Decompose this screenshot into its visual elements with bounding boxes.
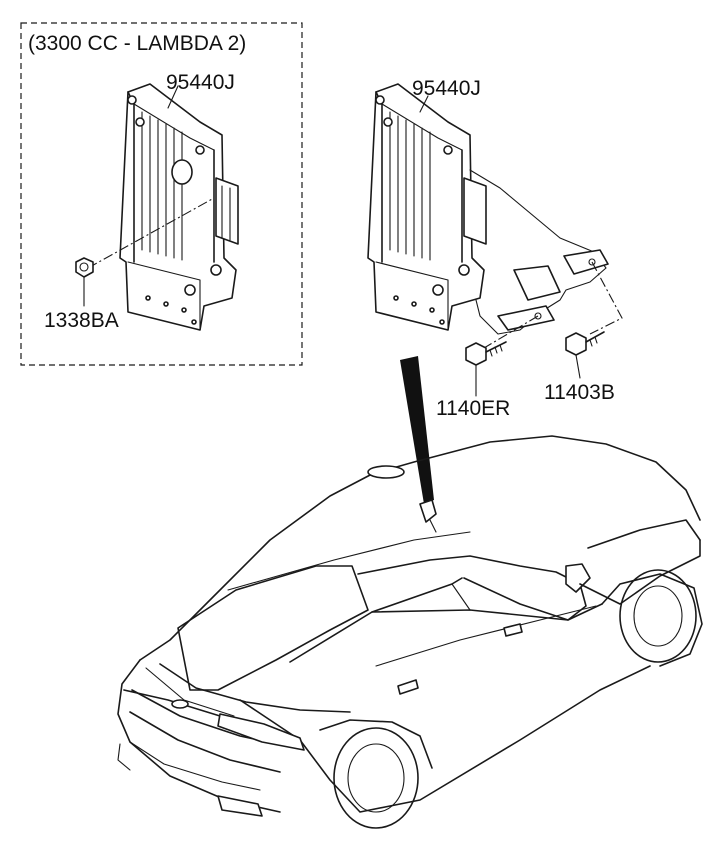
nut-part [75,257,94,278]
location-band [400,356,434,504]
bolt-right-part [565,331,605,356]
leader-tcm-right [419,95,429,113]
mounting-bracket [469,169,609,335]
leader-tcm-left [167,85,179,109]
variant-title: (3300 CC - LAMBDA 2) [28,32,247,55]
part-label-tcm-left: 95440J [166,71,235,94]
tcm-module-right [367,83,487,331]
leader-bolt-right [575,354,581,379]
variant-frame [20,22,303,366]
part-label-bolt-right: 11403B [544,381,615,404]
car-illustration [117,435,703,829]
part-label-bolt-left: 1140ER [436,397,511,420]
part-label-nut: 1338BA [44,309,119,332]
tcm-module-left [119,83,239,331]
part-label-tcm-right: 95440J [412,77,481,100]
bolt-left-part [465,341,507,366]
